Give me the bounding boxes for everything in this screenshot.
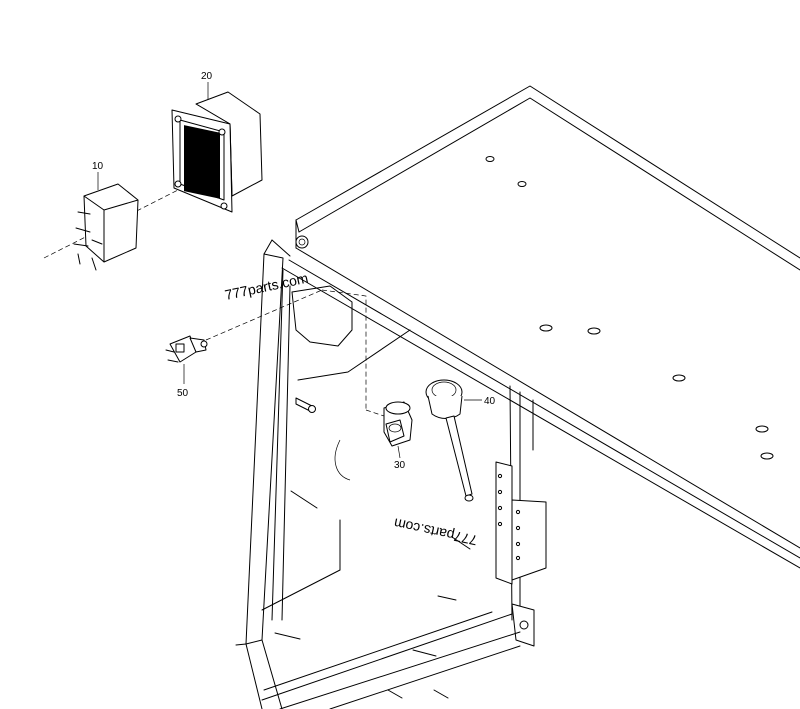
cabinet-frame bbox=[235, 85, 800, 709]
part-40-cap-with-strap bbox=[425, 379, 474, 502]
part-20-connector-housing bbox=[171, 91, 263, 213]
callout-50: 50 bbox=[177, 388, 189, 399]
callout-30: 30 bbox=[394, 460, 406, 471]
callout-40: 40 bbox=[484, 396, 496, 407]
part-30-socket bbox=[383, 401, 413, 447]
callout-10: 10 bbox=[92, 161, 104, 172]
part-10-relay bbox=[73, 183, 139, 271]
part-50-switch bbox=[165, 335, 208, 363]
pin-grid bbox=[184, 125, 220, 199]
watermark-top: 777parts.com bbox=[223, 270, 309, 303]
callout-20: 20 bbox=[201, 71, 213, 82]
watermark-rotated: 777parts.com bbox=[392, 515, 478, 548]
leader-line-30 bbox=[397, 445, 401, 459]
